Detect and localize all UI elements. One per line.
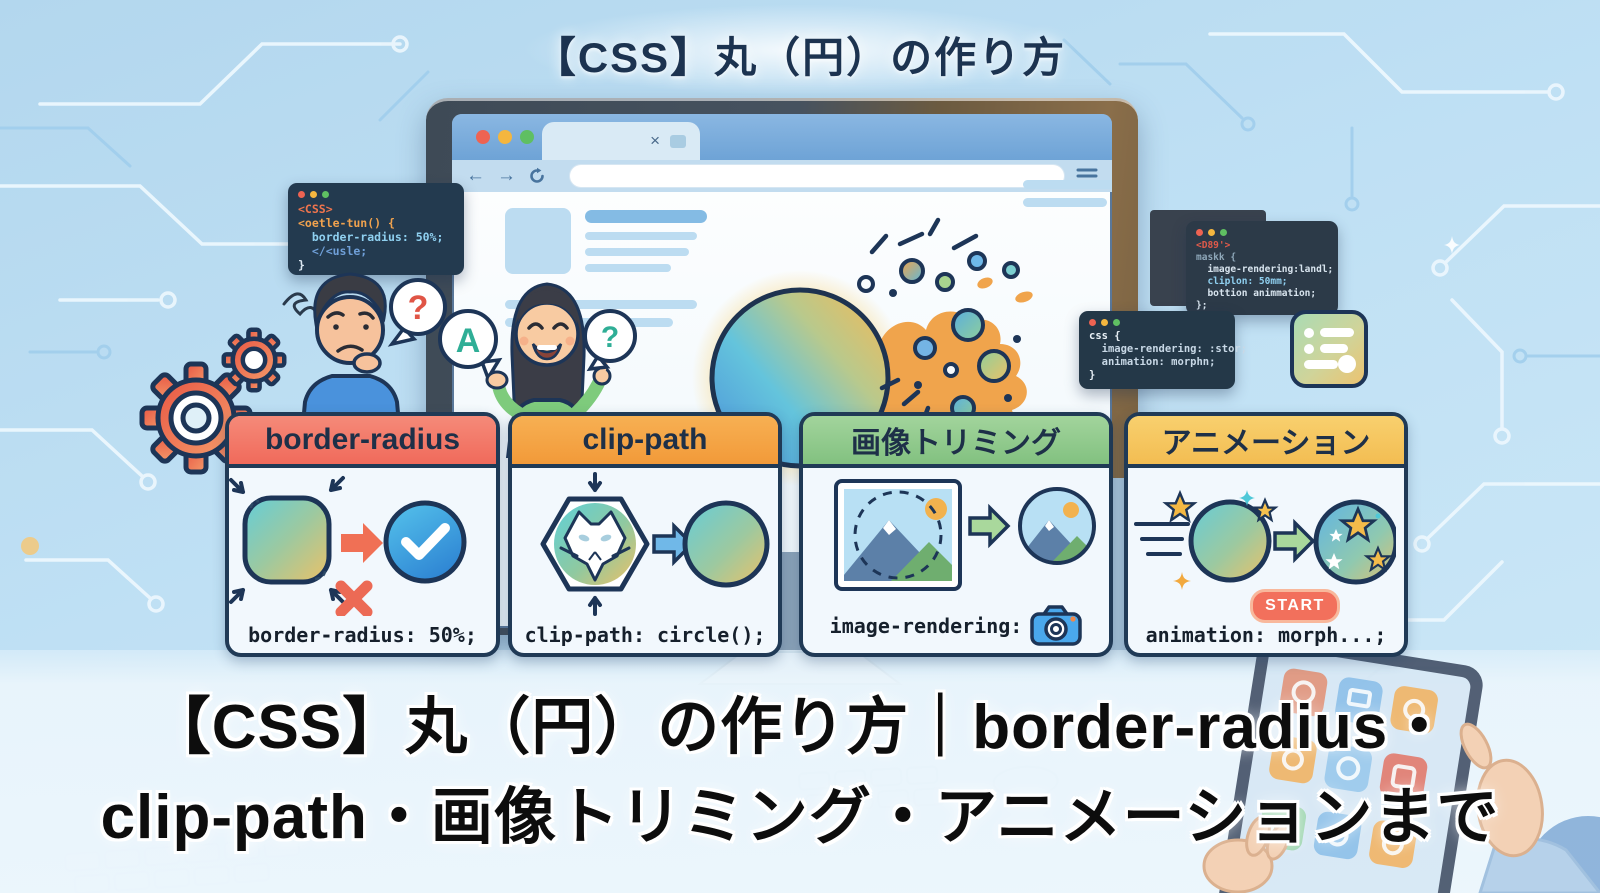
panel-traffic-lights bbox=[1196, 226, 1328, 240]
animation-illustration bbox=[1134, 489, 1396, 590]
card-animation: アニメーション bbox=[1124, 412, 1408, 657]
gear-icon bbox=[221, 327, 287, 393]
photo-image bbox=[844, 489, 952, 581]
panel-traffic-lights bbox=[298, 188, 454, 202]
card-header: 画像トリミング bbox=[803, 416, 1109, 468]
code-panel-right-mid: css { image-rendering: :stor; animation:… bbox=[1079, 311, 1247, 389]
card-title: border-radius bbox=[264, 423, 461, 456]
back-arrow-icon[interactable]: ← bbox=[466, 165, 485, 186]
star-icon bbox=[1162, 489, 1279, 590]
card-border-radius: border-radius bbox=[225, 412, 500, 657]
left-hand bbox=[1202, 815, 1291, 893]
browser-title-bar: × bbox=[452, 114, 1112, 160]
panel-traffic-lights bbox=[1089, 316, 1225, 330]
splash-specks bbox=[889, 289, 1021, 402]
clip-arrows bbox=[588, 472, 602, 616]
traffic-light-red-icon[interactable] bbox=[476, 130, 490, 144]
svg-text:?: ? bbox=[408, 289, 429, 327]
speed-lines bbox=[1134, 522, 1190, 556]
question-bubble: ? bbox=[387, 278, 447, 347]
card-header: アニメーション bbox=[1128, 416, 1404, 468]
traffic-light-yellow-icon[interactable] bbox=[498, 130, 512, 144]
crop-circle-outline bbox=[853, 490, 943, 580]
refresh-icon[interactable] bbox=[528, 167, 546, 185]
card-image-trimming: 画像トリミング bbox=[799, 412, 1113, 657]
skeleton-line bbox=[505, 300, 697, 309]
skeleton-line bbox=[585, 248, 689, 256]
card-clip-path: clip-path bbox=[508, 412, 782, 657]
code-panel-right-top: <D89'>maskk { image-rendering:landl; cli… bbox=[1186, 221, 1338, 315]
border-radius-illustration bbox=[229, 476, 467, 616]
skeleton-line bbox=[1023, 180, 1112, 189]
address-bar[interactable] bbox=[570, 165, 1064, 187]
traffic-light-green-icon[interactable] bbox=[520, 130, 534, 144]
skeleton-line bbox=[585, 232, 697, 240]
question-bubble: ? bbox=[583, 309, 637, 372]
clip-path-illustration bbox=[540, 472, 770, 616]
skeleton-heading bbox=[585, 210, 707, 223]
green-arrow-icon bbox=[968, 503, 1011, 549]
browser-tab[interactable]: × bbox=[542, 122, 700, 160]
cropped-photo-circle bbox=[1018, 487, 1096, 565]
rounded-square bbox=[242, 495, 332, 585]
title-glow bbox=[520, 4, 1080, 96]
skeleton-image-block bbox=[505, 208, 571, 274]
right-hand bbox=[1459, 722, 1544, 858]
fox-icon bbox=[559, 510, 631, 582]
blue-arrow-icon bbox=[652, 521, 695, 567]
card-title: アニメーション bbox=[1161, 427, 1371, 460]
green-arrow-icon bbox=[1273, 518, 1316, 564]
svg-text:?: ? bbox=[601, 321, 619, 354]
start-button[interactable]: START bbox=[1250, 589, 1340, 623]
camera-icon bbox=[1030, 605, 1083, 646]
inward-arrows bbox=[229, 476, 345, 604]
card-header: border-radius bbox=[229, 416, 496, 468]
red-arrow-icon bbox=[341, 523, 383, 563]
card-code-snippet: image-rendering: bbox=[803, 605, 1109, 647]
bottom-title-line2: clip-path・画像トリミング・アニメーションまで bbox=[100, 783, 1500, 852]
card-title: clip-path bbox=[582, 423, 708, 456]
code-panel-left: <CSS><oetle-tun() { border-radius: 50%; … bbox=[288, 183, 464, 275]
tab-close-icon[interactable]: × bbox=[650, 131, 660, 150]
morphing-circle bbox=[1188, 499, 1272, 583]
image-trimming-illustration bbox=[834, 479, 1096, 591]
tablet-hands-illustration bbox=[1202, 635, 1600, 893]
card-code-snippet: clip-path: circle(); bbox=[524, 623, 766, 647]
list-app-icon bbox=[1290, 310, 1368, 388]
skeleton-line bbox=[1023, 198, 1107, 207]
card-title: 画像トリミング bbox=[851, 427, 1061, 460]
characters-illustration: ? A ? bbox=[282, 272, 637, 458]
star-circle bbox=[1313, 499, 1396, 585]
card-header: clip-path bbox=[512, 416, 778, 468]
svg-text:A: A bbox=[456, 322, 481, 360]
tab-favicon bbox=[670, 134, 686, 148]
answer-bubble: A bbox=[438, 309, 503, 382]
clipped-circle bbox=[682, 500, 770, 588]
red-x-icon bbox=[335, 580, 373, 616]
card-code-snippet: border-radius: 50%; bbox=[248, 623, 477, 647]
skeleton-line bbox=[585, 264, 671, 272]
tablet-app-icons bbox=[1258, 668, 1438, 868]
page-title: 【CSS】丸（円）の作り方 bbox=[533, 34, 1067, 81]
card-code-snippet: animation: morph...; bbox=[1145, 623, 1387, 647]
forward-arrow-icon[interactable]: → bbox=[497, 165, 516, 186]
bottom-title-line1: 【CSS】丸（円）の作り方｜border-radius・ bbox=[148, 693, 1452, 762]
